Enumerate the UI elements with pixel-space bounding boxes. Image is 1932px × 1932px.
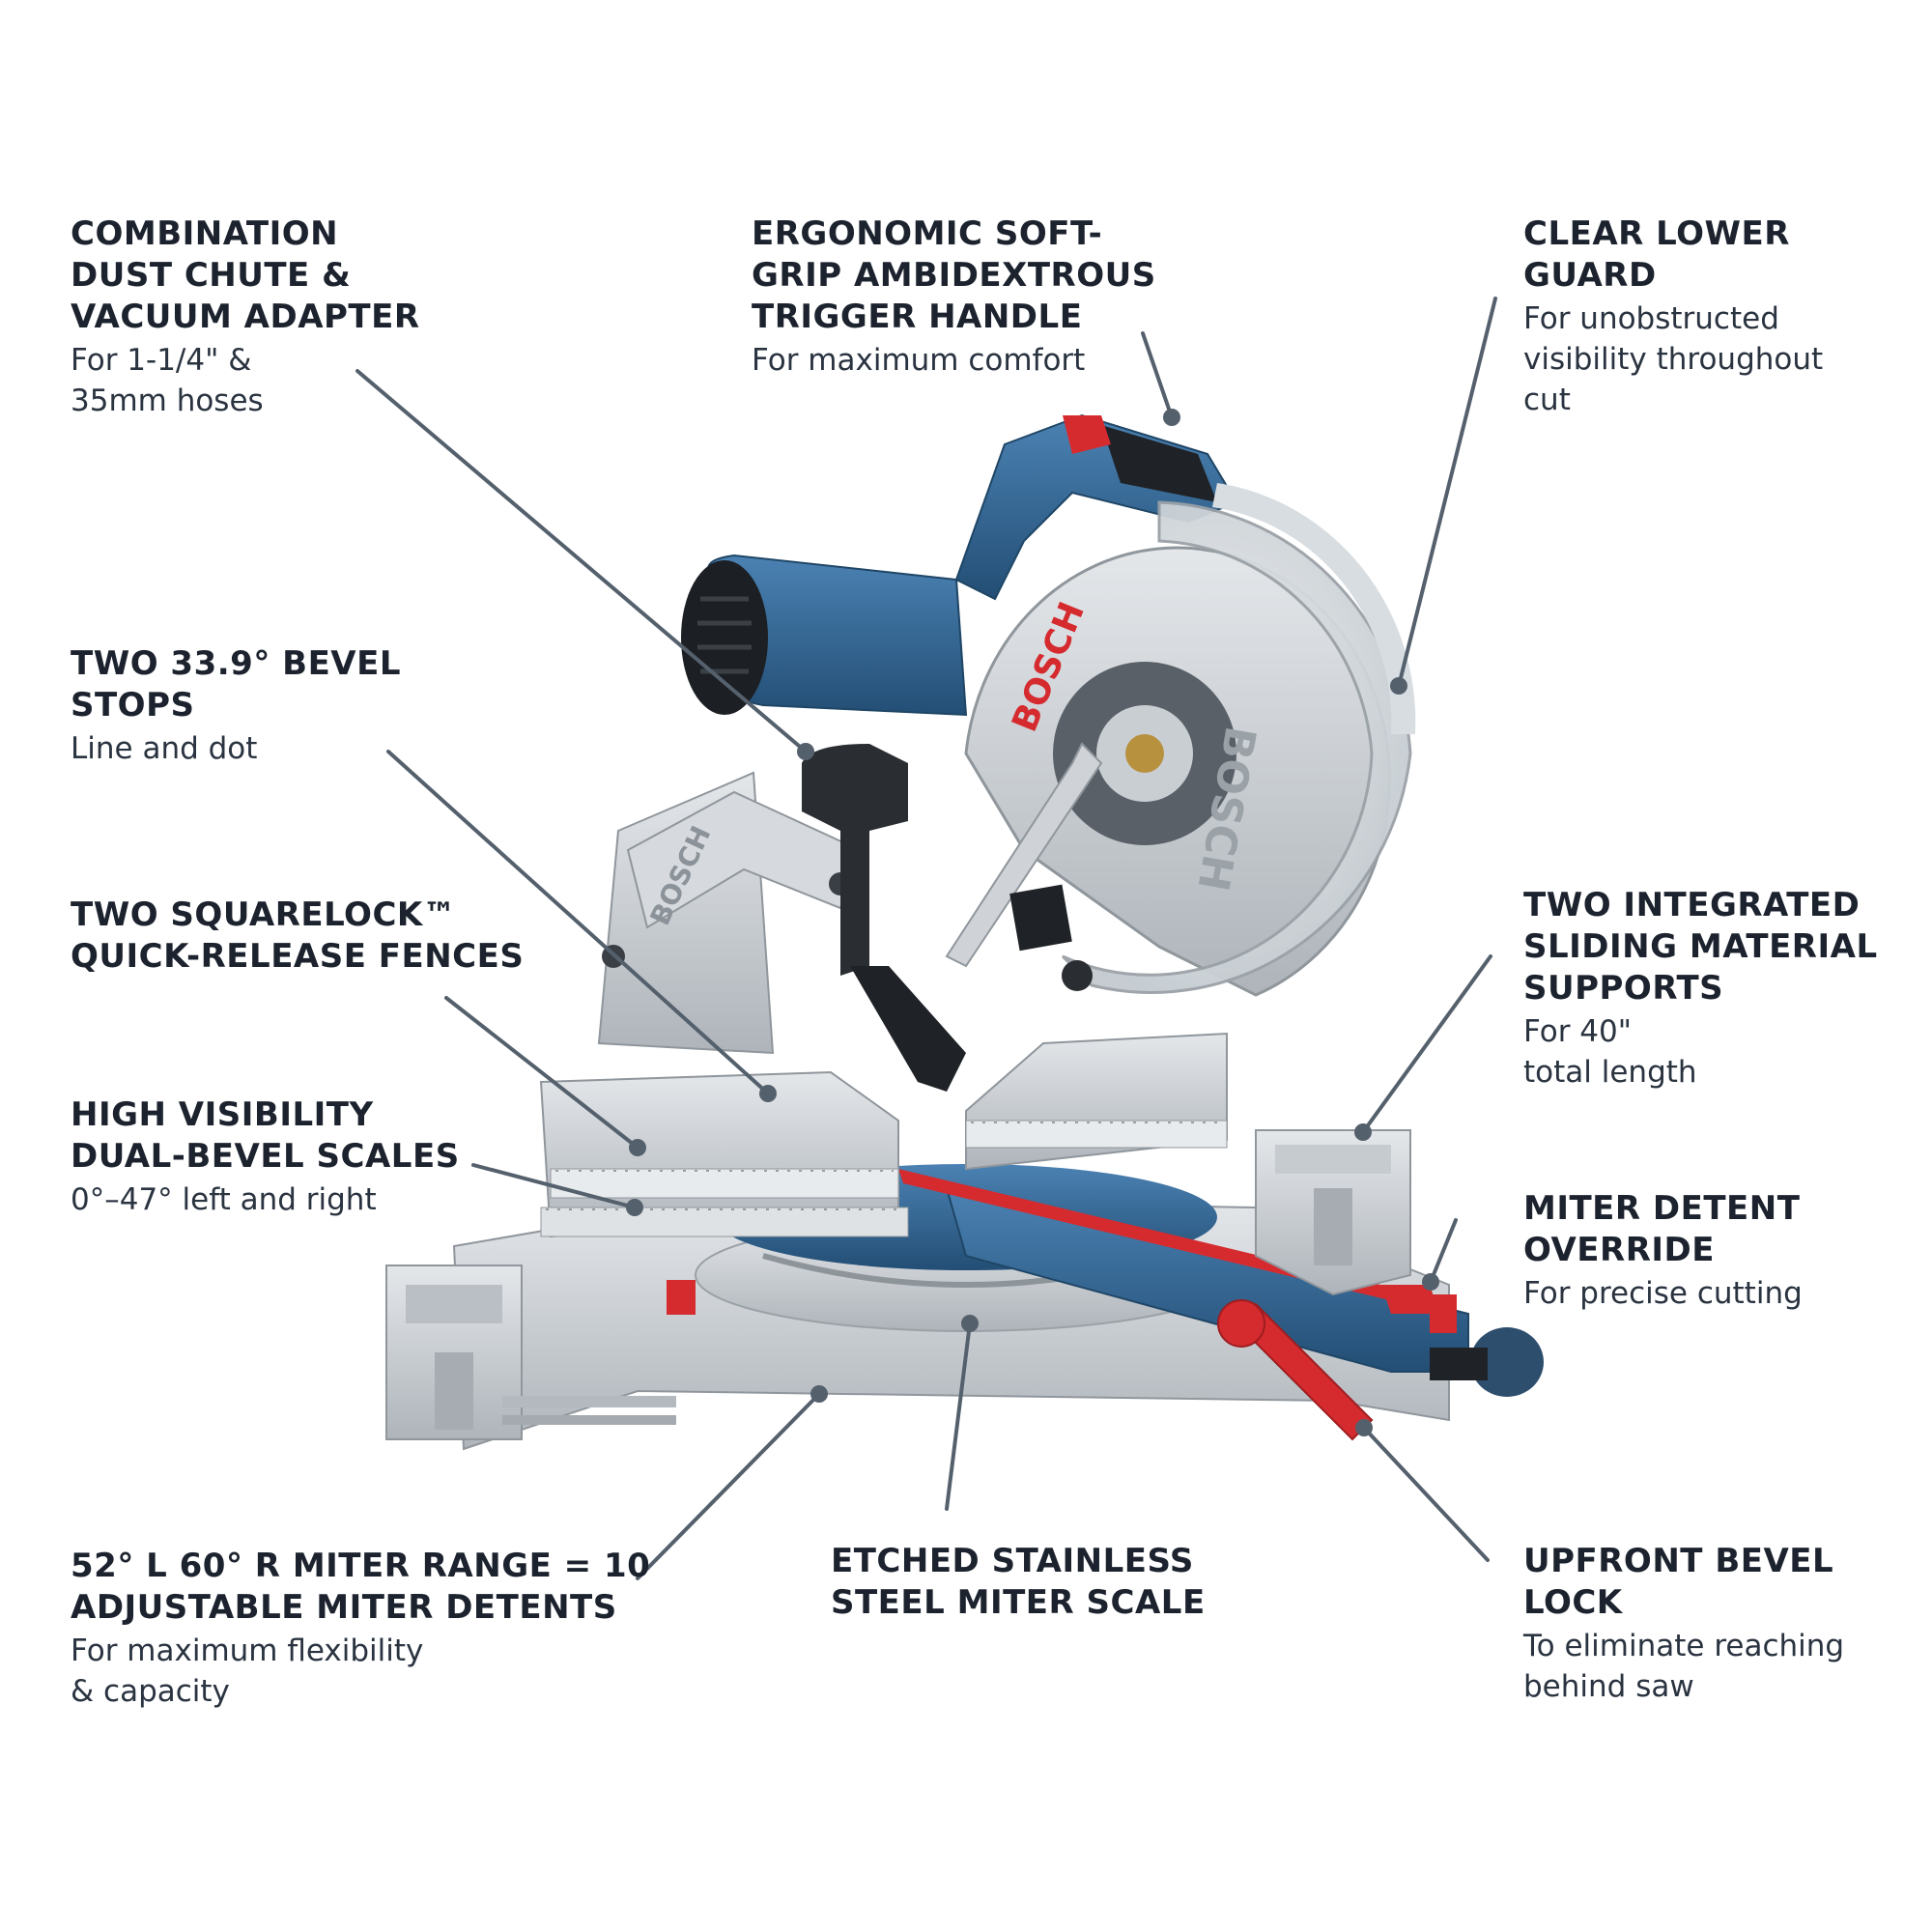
leader-dot-trigger-handle xyxy=(1163,409,1180,426)
callout-description: For 40" total length xyxy=(1523,1014,1697,1090)
callout-title: ERGONOMIC SOFT- GRIP AMBIDEXTROUS TRIGGE… xyxy=(752,214,1156,336)
leader-dot-bevel-stops xyxy=(759,1085,777,1102)
callout-title: COMBINATION DUST CHUTE & VACUUM ADAPTER xyxy=(71,214,420,336)
right-material-support xyxy=(1255,1129,1411,1296)
leader-dot-fences xyxy=(629,1139,646,1156)
left-fence xyxy=(539,1070,909,1238)
callout-title: TWO INTEGRATED SLIDING MATERIAL SUPPORTS xyxy=(1523,886,1878,1008)
callout-fences: TWO SQUARELOCK™ QUICK-RELEASE FENCES xyxy=(71,895,524,978)
upfront-bevel-lock-handle xyxy=(1217,1299,1374,1441)
callout-trigger-handle: ERGONOMIC SOFT- GRIP AMBIDEXTROUS TRIGGE… xyxy=(752,213,1156,381)
callout-bevel-stops: TWO 33.9° BEVEL STOPS Line and dot xyxy=(71,643,401,769)
leader-detent-override xyxy=(1429,1218,1458,1284)
leader-miter-scale xyxy=(945,1321,972,1511)
left-base-tab xyxy=(667,1280,696,1315)
leader-dot-bevel-lock xyxy=(1355,1419,1373,1436)
leader-dot-detent-override xyxy=(1422,1273,1439,1291)
leader-dot-bevel-scales xyxy=(626,1199,643,1216)
upper-guard: BOSCH xyxy=(964,546,1392,997)
leader-dot-material-supports xyxy=(1354,1123,1372,1141)
leader-dot-miter-scale xyxy=(961,1315,979,1332)
leader-bevel-lock xyxy=(1362,1426,1490,1562)
callout-title: ETCHED STAINLESS STEEL MITER SCALE xyxy=(831,1542,1206,1622)
motor-housing xyxy=(681,554,968,717)
right-fence xyxy=(965,1032,1228,1171)
left-material-support xyxy=(385,1264,676,1440)
callout-material-supports: TWO INTEGRATED SLIDING MATERIAL SUPPORTS… xyxy=(1523,885,1878,1093)
callout-bevel-lock: UPFRONT BEVEL LOCK To eliminate reaching… xyxy=(1523,1541,1844,1707)
leader-miter-range xyxy=(636,1392,821,1580)
leader-dot-lower-guard xyxy=(1390,677,1407,695)
right-blue-arm xyxy=(898,1169,1544,1397)
callout-description: For maximum comfort xyxy=(752,343,1086,378)
callout-description: For unobstructed visibility throughout c… xyxy=(1523,301,1824,417)
detent-override-tab xyxy=(1430,1294,1457,1333)
callout-description: For 1-1/4" & 35mm hoses xyxy=(71,343,264,418)
callout-bevel-scales: HIGH VISIBILITY DUAL-BEVEL SCALES 0°–47°… xyxy=(71,1094,460,1220)
trigger-handle xyxy=(954,413,1238,601)
leader-dot-miter-range xyxy=(810,1385,828,1403)
callout-lower-guard: CLEAR LOWER GUARD For unobstructed visib… xyxy=(1523,213,1823,420)
callout-dust-chute: COMBINATION DUST CHUTE & VACUUM ADAPTER … xyxy=(71,213,420,421)
leader-dot-dust-chute xyxy=(797,743,814,760)
callout-description: For precise cutting xyxy=(1523,1276,1803,1311)
callout-title: HIGH VISIBILITY DUAL-BEVEL SCALES xyxy=(71,1095,460,1176)
clear-lower-guard: BOSCH xyxy=(1061,483,1416,994)
leader-bevel-stops xyxy=(386,750,770,1095)
callout-title: TWO 33.9° BEVEL STOPS xyxy=(71,644,402,724)
leader-bevel-scales xyxy=(471,1163,637,1209)
callout-title: CLEAR LOWER GUARD xyxy=(1523,214,1790,295)
callout-title: MITER DETENT OVERRIDE xyxy=(1523,1189,1801,1269)
leader-lines xyxy=(355,297,1497,1580)
leader-material-supports xyxy=(1361,954,1492,1134)
leader-dust-chute xyxy=(355,369,808,753)
guard-latch xyxy=(1009,884,1072,952)
callout-description: Line and dot xyxy=(71,731,258,766)
swing-link xyxy=(945,742,1103,968)
callout-description: 0°–47° left and right xyxy=(71,1182,377,1217)
callout-title: TWO SQUARELOCK™ QUICK-RELEASE FENCES xyxy=(71,895,525,976)
dust-chute xyxy=(802,744,966,1092)
callout-title: UPFRONT BEVEL LOCK xyxy=(1523,1542,1834,1622)
callout-detent-override: MITER DETENT OVERRIDE For precise cuttin… xyxy=(1523,1188,1803,1314)
leader-fences xyxy=(444,996,639,1150)
leader-lower-guard xyxy=(1397,297,1497,688)
callout-description: To eliminate reaching behind saw xyxy=(1523,1629,1845,1704)
leader-trigger-handle xyxy=(1141,331,1174,419)
callout-title: 52° L 60° R MITER RANGE = 10 ADJUSTABLE … xyxy=(71,1547,651,1627)
callout-miter-scale: ETCHED STAINLESS STEEL MITER SCALE xyxy=(831,1541,1206,1624)
callout-miter-range: 52° L 60° R MITER RANGE = 10 ADJUSTABLE … xyxy=(71,1546,650,1712)
callout-description: For maximum flexibility & capacity xyxy=(71,1634,424,1709)
